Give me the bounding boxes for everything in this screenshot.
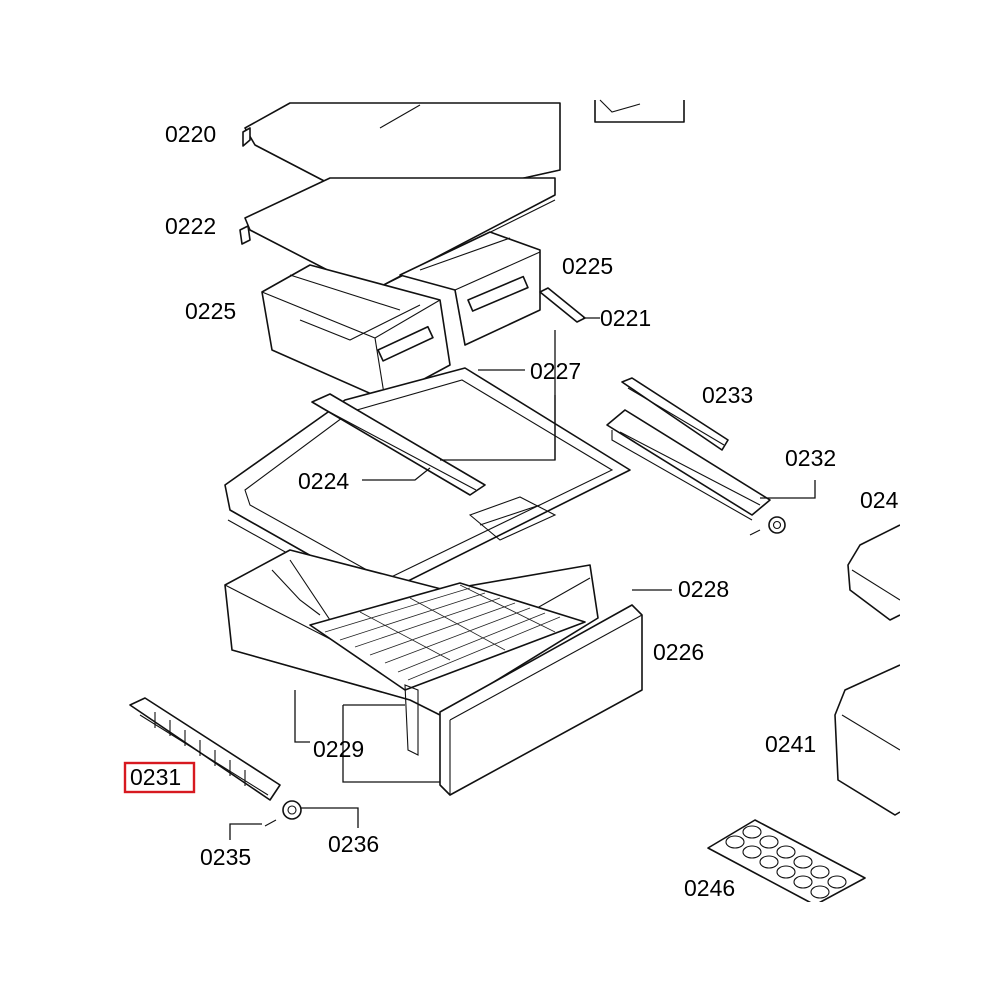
part-0232-bracket[interactable]	[606, 409, 771, 521]
label-0226: 0226	[653, 639, 704, 665]
label-0222: 0222	[165, 213, 216, 239]
label-024: 024	[860, 487, 899, 513]
label-0233: 0233	[702, 382, 753, 408]
label-0232: 0232	[785, 445, 836, 471]
crop-mask-bottom	[0, 902, 1000, 1000]
label-0235: 0235	[200, 844, 251, 870]
part-0228-drawer-floor[interactable]	[309, 582, 586, 691]
label-0225-right: 0225	[562, 253, 613, 279]
label-0231: 0231	[130, 764, 181, 790]
label-0236: 0236	[328, 831, 379, 857]
highlight-box	[123, 761, 196, 794]
label-0227: 0227	[530, 358, 581, 384]
crop-mask	[900, 0, 1000, 1000]
part-024x-drawer[interactable]	[847, 524, 901, 621]
label-0220: 0220	[165, 121, 216, 147]
inset-box	[594, 99, 685, 123]
part-0235-pin[interactable]	[264, 819, 277, 827]
label-0224: 0224	[298, 468, 349, 494]
part-0225-right-drawer[interactable]	[399, 231, 541, 346]
part-0246-egg-tray[interactable]	[707, 819, 866, 906]
part-0226-drawer-front[interactable]	[404, 604, 643, 796]
part-0231-rail[interactable]	[129, 697, 281, 801]
label-0229: 0229	[313, 736, 364, 762]
part-0236-roller[interactable]	[282, 800, 302, 820]
part-0233-rail[interactable]	[621, 377, 729, 451]
part-0232-roller[interactable]	[749, 516, 786, 536]
leader-lines	[229, 317, 816, 840]
part-0241-drawer[interactable]	[834, 664, 901, 816]
part-0224-bar[interactable]	[311, 393, 486, 496]
label-0225-left: 0225	[185, 298, 236, 324]
label-0241: 0241	[765, 731, 816, 757]
part-0221-rail[interactable]	[539, 287, 586, 323]
label-0221: 0221	[600, 305, 651, 331]
label-0228: 0228	[678, 576, 729, 602]
label-0246: 0246	[684, 875, 735, 901]
